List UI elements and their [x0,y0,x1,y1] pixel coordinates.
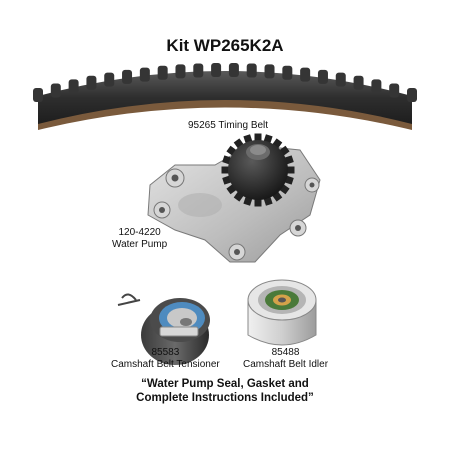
idler-label: 85488 Camshaft Belt Idler [243,347,328,371]
kit-title: Kit WP265K2A [166,36,284,55]
belt-tooth [139,67,150,82]
gear-tooth [284,155,294,165]
timing-belt [33,63,417,130]
tensioner-number: 85583 [151,347,180,358]
gear-tooth [221,166,229,174]
water-pump-number: 120-4220 [118,227,161,238]
gear-tooth [222,155,232,165]
belt-tooth [335,72,346,87]
gear-tooth [243,134,253,144]
kit-note-line1: “Water Pump Seal, Gasket and [141,378,309,390]
belt-tooth [68,79,79,94]
gear-tooth [263,134,273,144]
belt-tooth [246,63,257,78]
gear-tooth [284,175,294,185]
gear-tooth [287,166,295,174]
water-pump-name: Water Pump [112,239,168,250]
gear-tooth [222,175,232,185]
belt-tooth [50,83,61,98]
gear-tooth [243,196,253,206]
belt-tooth [389,83,400,98]
belt-tooth [175,64,186,79]
water-pump-label: 120-4220 Water Pump [112,227,167,251]
camshaft-belt-tensioner [117,293,210,365]
idler-name: Camshaft Belt Idler [243,359,329,370]
belt-tooth [371,79,382,94]
belt-tooth [300,67,311,82]
belt-tooth [86,75,97,90]
pump-gear [221,133,295,207]
belt-tooth [157,65,168,80]
kit-note: “Water Pump Seal, Gasket and Complete In… [0,377,450,405]
tensioner-label: 85583 Camshaft Belt Tensioner [111,347,220,371]
gear-tooth [263,196,273,206]
camshaft-belt-idler [247,279,317,346]
belt-tooth [122,69,133,84]
belt-tooth [33,88,43,102]
timing-belt-label: 95265 Timing Belt [188,120,268,132]
belt-tooth [228,63,239,78]
timing-belt-label-text: 95265 Timing Belt [188,120,269,131]
belt-tooth [353,75,364,90]
belt-tooth [407,88,417,102]
gear-tooth [254,199,262,207]
water-pump [147,133,321,263]
belt-tooth [264,64,275,79]
idler-number: 85488 [271,347,300,358]
kit-note-line2: Complete Instructions Included” [136,392,314,404]
belt-tooth [193,63,204,78]
belt-tooth [104,72,115,87]
tensioner-name: Camshaft Belt Tensioner [111,359,220,370]
belt-tooth [211,63,222,78]
belt-tooth [317,69,328,84]
belt-tooth [282,65,293,80]
gear-tooth [254,133,262,141]
